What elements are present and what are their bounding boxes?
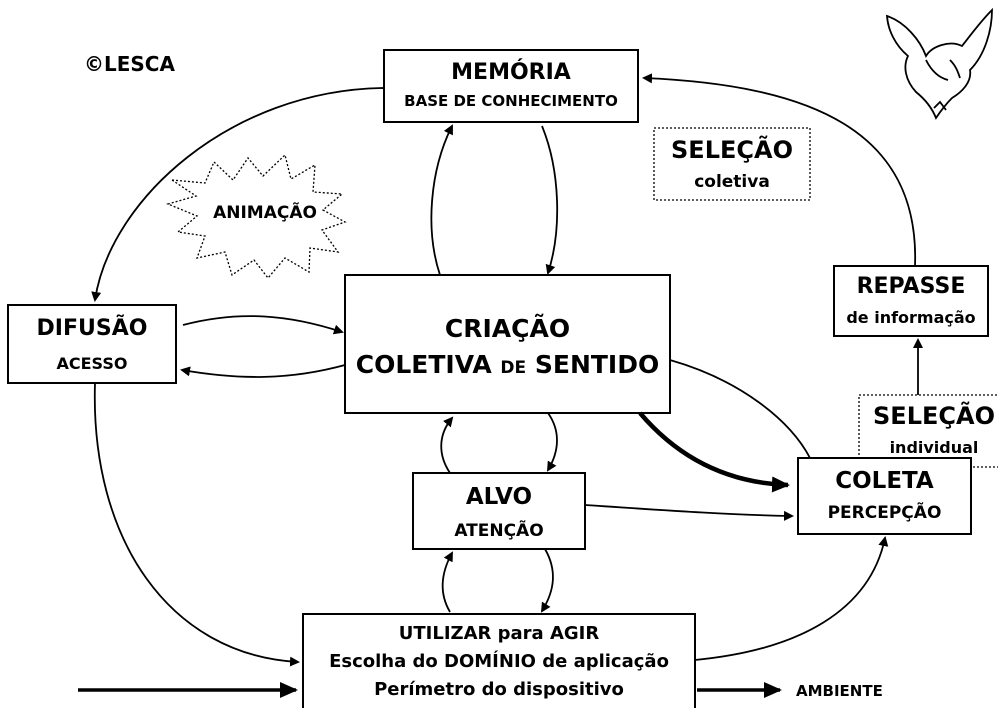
edge-criacao-to-difusao bbox=[180, 364, 346, 378]
repasse-subtitle: de informação bbox=[846, 308, 976, 327]
utilizar-line3: Perímetro do dispositivo bbox=[374, 679, 624, 700]
edge-utilizar-to-alvo bbox=[441, 551, 453, 613]
ambiente-label: AMBIENTE bbox=[796, 682, 883, 700]
selecao-coletiva-title: SELEÇÃO bbox=[671, 136, 793, 164]
memoria-box bbox=[383, 49, 639, 123]
selecao-coletiva-subtitle: coletiva bbox=[694, 172, 770, 192]
edge-alvo-to-coleta bbox=[584, 504, 794, 521]
utilizar-line1: UTILIZAR para AGIR bbox=[398, 623, 600, 644]
criacao-box bbox=[344, 274, 671, 414]
edge-alvo-to-criacao bbox=[440, 416, 454, 474]
utilizar-line2: Escolha do DOMÍNIO de aplicação bbox=[329, 651, 669, 672]
selecao-coletiva-box bbox=[653, 127, 811, 201]
selecao-individual-box bbox=[858, 394, 998, 468]
criacao-line1: CRIAÇÃO bbox=[444, 314, 571, 343]
edge-criacao-to-alvo bbox=[546, 412, 558, 472]
edge-criacao-to-coleta-curve bbox=[669, 359, 811, 459]
edge-difusao-to-utilizar bbox=[93, 382, 300, 667]
selecao-individual-title: SELEÇÃO bbox=[873, 402, 995, 430]
criacao-line2: COLETIVA DE SENTIDO bbox=[345, 350, 670, 379]
repasse-title: REPASSE bbox=[856, 274, 966, 299]
animacao-label: ANIMAÇÃO bbox=[213, 203, 317, 223]
edge-repasse-to-memoria bbox=[642, 73, 916, 267]
edge-criacao-to-coleta-bold bbox=[638, 411, 790, 493]
edge-memoria-to-criacao bbox=[541, 125, 559, 275]
edge-alvo-to-utilizar bbox=[540, 548, 554, 613]
criacao-line2-b: DE bbox=[500, 358, 527, 378]
memoria-title: MEMÓRIA bbox=[451, 60, 571, 85]
coleta-box bbox=[797, 457, 972, 535]
alvo-subtitle: ATENÇÃO bbox=[454, 521, 544, 541]
alvo-box bbox=[412, 472, 586, 550]
difusao-subtitle: ACESSO bbox=[56, 354, 128, 373]
coleta-subtitle: PERCEPÇÃO bbox=[827, 503, 942, 523]
edge-difusao-to-criacao bbox=[182, 315, 344, 335]
criacao-line2-c: SENTIDO bbox=[526, 350, 660, 379]
edge-memoria-to-difusao bbox=[91, 87, 385, 302]
difusao-box bbox=[7, 304, 177, 384]
selecao-individual-subtitle: individual bbox=[889, 438, 979, 457]
edge-criacao-to-memoria bbox=[430, 124, 453, 276]
alvo-title: ALVO bbox=[465, 484, 533, 510]
utilizar-box bbox=[302, 613, 696, 708]
edge-utilizar-to-coleta bbox=[694, 536, 889, 661]
coleta-title: COLETA bbox=[835, 468, 934, 494]
animacao-burst bbox=[166, 153, 347, 280]
criacao-line2-a: COLETIVA bbox=[355, 350, 501, 379]
memoria-subtitle: BASE DE CONHECIMENTO bbox=[404, 92, 618, 110]
repasse-box bbox=[833, 265, 989, 337]
copyright-label: ©LESCA bbox=[84, 52, 175, 76]
fox-head-icon bbox=[886, 7, 993, 120]
difusao-title: DIFUSÃO bbox=[36, 316, 148, 341]
